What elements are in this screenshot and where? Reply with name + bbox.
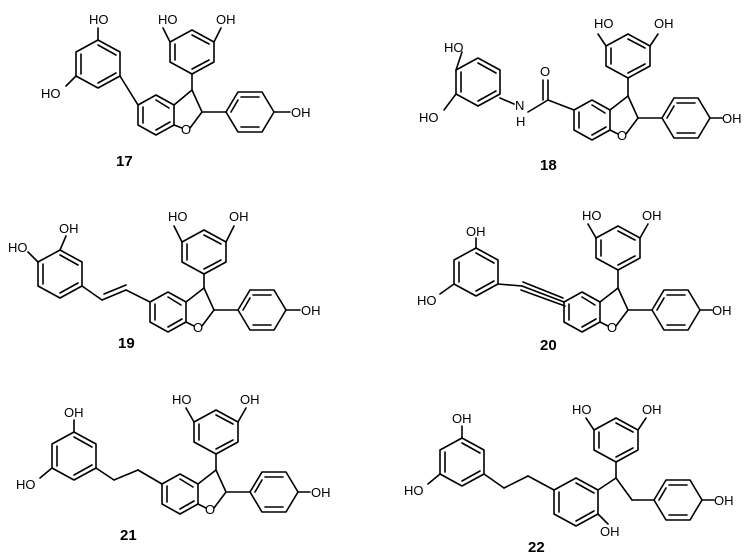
phenol-hydroxyl-label: OH [600, 524, 620, 539]
hydroxyl-label: HO [158, 12, 178, 27]
compound-17: HO OH HO HO O OH 17 [41, 12, 311, 170]
hydroxyl-label: HO [16, 477, 36, 492]
hydroxyl-label: HO [404, 483, 424, 498]
hydroxyl-label: OH [229, 209, 249, 224]
compound-19: HO OH OH HO O OH 19 [8, 209, 321, 352]
amide-hydrogen-label: H [516, 114, 525, 129]
ring-oxygen-label: O [181, 122, 191, 137]
hydroxyl-label: HO [89, 12, 109, 27]
hydroxyl-label: HO [572, 402, 592, 417]
ring-oxygen-label: O [607, 320, 617, 335]
compound-number: 21 [120, 527, 137, 544]
hydroxyl-label: OH [722, 111, 742, 126]
carbonyl-oxygen-label: O [540, 64, 550, 79]
compound-22-bonds [427, 417, 715, 527]
hydroxyl-label: OH [642, 208, 662, 223]
amide-nitrogen-label: N [515, 98, 524, 113]
hydroxyl-label: OH [642, 402, 662, 417]
compound-number: 18 [540, 157, 557, 174]
hydroxyl-label: HO [419, 110, 439, 125]
hydroxyl-label: HO [582, 208, 602, 223]
hydroxyl-label: HO [172, 392, 192, 407]
compound-22: HO OH OH HO OH OH 22 [404, 402, 734, 556]
compound-19-bonds [27, 225, 301, 333]
hydroxyl-label: OH [712, 303, 732, 318]
hydroxyl-label: HO [168, 209, 188, 224]
hydroxyl-label: HO [41, 86, 61, 101]
hydroxyl-label: OH [59, 221, 79, 236]
hydroxyl-label: OH [216, 12, 236, 27]
hydroxyl-label: OH [311, 485, 331, 500]
compound-number: 17 [116, 153, 133, 170]
compound-21: HO OH OH HO O OH 21 [16, 392, 331, 544]
hydroxyl-label: HO [444, 40, 464, 55]
ring-oxygen-label: O [205, 502, 215, 517]
hydroxyl-label: OH [452, 411, 472, 426]
compound-20: HO OH OH HO O OH 20 [417, 208, 732, 354]
hydroxyl-label: HO [8, 240, 28, 255]
compound-18: HO OH HO HO N H O O OH 18 [419, 16, 742, 174]
hydroxyl-label: HO [594, 16, 614, 31]
hydroxyl-label: OH [714, 493, 734, 508]
compound-21-bonds [39, 407, 311, 515]
compound-20-bonds [439, 223, 713, 333]
compound-18-bonds [443, 33, 723, 141]
hydroxyl-label: OH [654, 16, 674, 31]
hydroxyl-label: OH [466, 224, 486, 239]
compound-17-bonds [65, 27, 291, 136]
hydroxyl-label: OH [301, 303, 321, 318]
hydroxyl-label: OH [240, 392, 260, 407]
ring-oxygen-label: O [193, 320, 203, 335]
ring-oxygen-label: O [617, 128, 627, 143]
hydroxyl-label: HO [417, 293, 437, 308]
hydroxyl-label: OH [291, 105, 311, 120]
compound-number: 20 [540, 337, 557, 354]
hydroxyl-label: OH [64, 405, 84, 420]
compound-number: 19 [118, 335, 135, 352]
compound-number: 22 [528, 539, 545, 556]
